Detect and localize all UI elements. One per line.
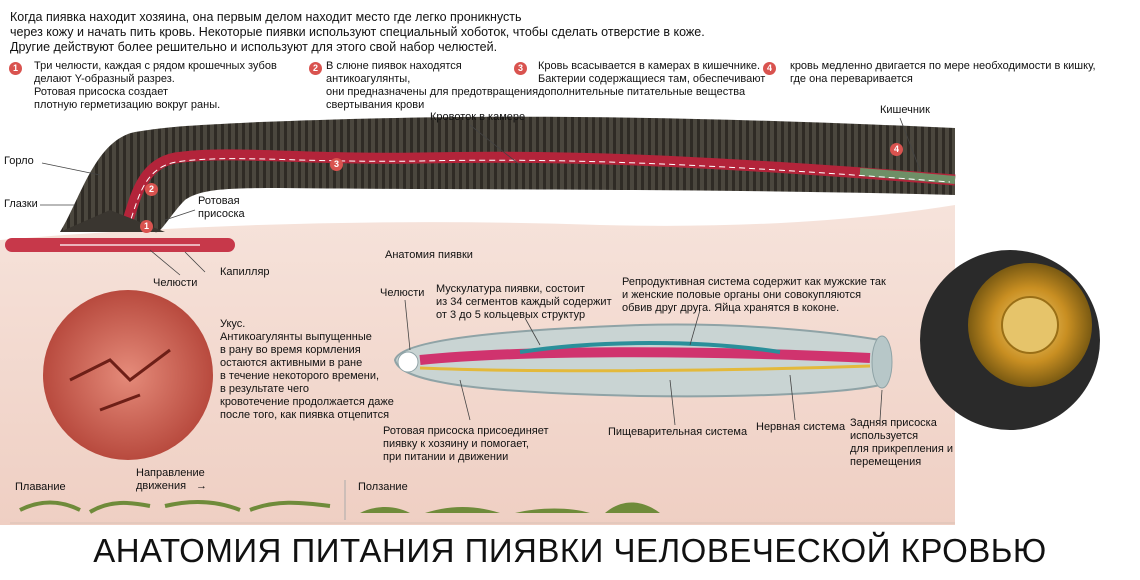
label-anatomy: Анатомия пиявки [385, 249, 473, 261]
label-jaws-top: Челюсти [153, 277, 198, 289]
label-crawling: Ползание [358, 481, 408, 493]
crawl-pose-2 [425, 507, 500, 513]
page-title: АНАТОМИЯ ПИТАНИЯ ПИЯВКИ ЧЕЛОВЕЧЕСКОЙ КРО… [93, 532, 1047, 569]
label-blood-chamber: Кровоток в камере [430, 111, 526, 123]
digestive-system [419, 347, 871, 365]
crawl-pose-1 [360, 507, 410, 513]
label-oral-sucker-desc: Ротовая присоска присоединяет пиявку к х… [383, 425, 549, 463]
step-2-number: 2 [309, 62, 322, 75]
step-2-text: В слюне пиявок находятся антикоагулянты,… [326, 60, 539, 111]
step-1-number: 1 [9, 62, 22, 75]
bite-photo [43, 290, 213, 460]
label-musculature: Мускулатура пиявки, состоит из 34 сегмен… [436, 283, 612, 321]
step-4-number: 4 [763, 62, 776, 75]
gut-channel [119, 149, 956, 232]
leech-body [60, 116, 955, 233]
label-rear-sucker: Задняя присоска используется для прикреп… [850, 417, 953, 468]
label-digestive: Пищеварительная система [608, 426, 748, 438]
intro-text: Когда пиявка находит хозяина, она первым… [10, 10, 705, 54]
label-throat: Горло [4, 155, 34, 167]
label-eyes: Глазки [4, 198, 38, 210]
reproductive-system [519, 341, 781, 354]
label-capillary: Капилляр [220, 266, 270, 278]
swim-pose-2 [88, 500, 151, 514]
bite-wound [69, 348, 171, 412]
label-swimming: Плавание [15, 481, 66, 493]
step-1-text: Три челюсти, каждая с рядом крошечных зу… [34, 60, 277, 111]
swim-pose-1 [19, 500, 81, 512]
label-intestine: Кишечник [880, 104, 930, 116]
blood-flow-line [127, 158, 951, 229]
step-4-text: кровь медленно двигается по мере необход… [790, 60, 1096, 85]
mouth-small [397, 351, 419, 373]
rear-sucker-center [1001, 296, 1059, 354]
label-bite: Укус. Антикоагулянты выпущенные в рану в… [220, 318, 394, 421]
rear-sucker-small [871, 335, 893, 389]
worm-marker-4: 4 [890, 143, 903, 156]
swim-pose-3 [164, 499, 241, 512]
oral-sucker-shape [60, 210, 165, 232]
worm-marker-2: 2 [145, 183, 158, 196]
step-3-number: 3 [514, 62, 527, 75]
label-nervous: Нервная система [756, 421, 846, 433]
nervous-system [419, 364, 871, 373]
label-oral-sucker: Ротовая присоска [198, 195, 245, 220]
crawl-pose-3 [515, 508, 590, 513]
worm-marker-1: 1 [140, 220, 153, 233]
label-direction: Направление движения [136, 467, 205, 492]
label-reproductive: Репродуктивная система содержит как мужс… [622, 276, 886, 314]
swim-pose-4 [249, 500, 331, 512]
worm-marker-3: 3 [330, 158, 343, 171]
crawl-pose-4 [605, 502, 660, 513]
leader-lines [40, 117, 921, 426]
step-3-text: Кровь всасывается в камерах в кишечнике.… [538, 60, 766, 98]
label-jaws: Челюсти [380, 287, 425, 299]
intestine-section [859, 168, 956, 184]
direction-arrow-icon: → [196, 480, 207, 492]
